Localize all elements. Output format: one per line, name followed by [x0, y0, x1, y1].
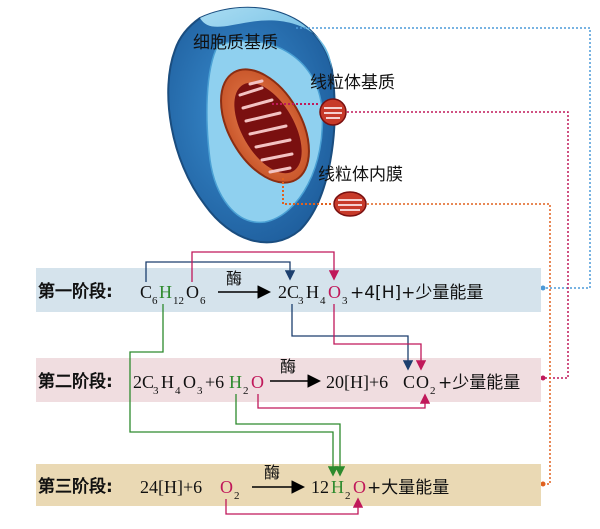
svg-text:12: 12 [173, 295, 184, 307]
cell-cut-face [200, 7, 332, 70]
svg-text:12: 12 [311, 477, 329, 497]
svg-text:4: 4 [175, 385, 181, 397]
stage1-equation: C 6 H 12 O 6 2C 3 H 4 O 3 +4[H]+少量能量 [140, 282, 483, 307]
svg-text:O: O [416, 372, 429, 392]
svg-text:2C: 2C [278, 282, 299, 302]
svg-text:20[H]+6: 20[H]+6 [326, 372, 388, 392]
oxygen-trace-line-1 [191, 251, 340, 282]
svg-text:H: H [331, 477, 344, 497]
stage3-enzyme: 酶 [264, 463, 280, 482]
svg-text:O: O [186, 282, 199, 302]
carbon-trace-line [145, 261, 296, 282]
svg-text:C: C [140, 282, 152, 302]
svg-text:H: H [159, 282, 172, 302]
svg-text:2: 2 [430, 385, 436, 397]
stage2-band [36, 358, 541, 402]
svg-text:2: 2 [345, 490, 351, 502]
oxygen-trace-line-2 [333, 304, 427, 371]
inner-membrane-zoom-icon [333, 191, 367, 217]
stage3-title: 第三阶段: [38, 476, 113, 497]
matrix-connector [347, 111, 569, 379]
matrix-zoom-icon [319, 98, 347, 126]
cytoplasm-connector-dot [540, 285, 546, 291]
stage1-enzyme: 酶 [226, 269, 242, 288]
svg-text:O: O [353, 477, 366, 497]
svg-text:2C: 2C [133, 372, 154, 392]
svg-text:3: 3 [153, 385, 159, 397]
stage2-equation: 2C 3 H 4 O 3 +6 H 2 O 20[H]+6 C O 2 +少量能… [133, 372, 520, 397]
stage2-enzyme: 酶 [280, 357, 296, 376]
oxygen-trace-line-4 [225, 497, 364, 515]
membrane-pointer-line [282, 178, 332, 205]
svg-text:6: 6 [200, 295, 206, 307]
cytoplasm-label: 细胞质基质 [193, 33, 278, 53]
cristae [238, 79, 294, 174]
svg-text:2: 2 [243, 385, 249, 397]
svg-text:3: 3 [342, 295, 348, 307]
svg-text:3: 3 [298, 295, 304, 307]
svg-text:3: 3 [197, 385, 203, 397]
hydrogen-trace-line-2 [235, 394, 346, 477]
svg-text:2: 2 [234, 490, 240, 502]
svg-text:H: H [306, 282, 319, 302]
matrix-label: 线粒体基质 [310, 73, 395, 93]
svg-text:H: H [229, 372, 242, 392]
stage1-title: 第一阶段: [38, 281, 113, 302]
svg-text:+大量能量: +大量能量 [367, 478, 449, 498]
svg-text:+6: +6 [205, 372, 224, 392]
svg-text:24[H]+6: 24[H]+6 [140, 477, 202, 497]
cell-illustration [167, 6, 336, 244]
svg-text:O: O [328, 282, 341, 302]
svg-text:6: 6 [152, 295, 158, 307]
svg-text:+少量能量: +少量能量 [438, 373, 520, 393]
hydrogen-trace-line-1 [129, 304, 339, 477]
membrane-connector-dot [540, 481, 546, 487]
inner-membrane-label: 线粒体内膜 [318, 165, 403, 185]
oxygen-trace-line-3 [257, 393, 431, 409]
svg-text:H: H [161, 372, 174, 392]
matrix-connector-dot [540, 375, 546, 381]
svg-text:O: O [220, 477, 233, 497]
svg-text:C: C [403, 372, 415, 392]
stage2-title: 第二阶段: [38, 371, 113, 392]
svg-text:4: 4 [320, 295, 326, 307]
svg-text:+4[H]+少量能量: +4[H]+少量能量 [350, 283, 483, 303]
stage3-band [36, 464, 541, 506]
cytoplasm-connector [296, 27, 591, 289]
stage3-equation: 24[H]+6 O 2 12 H 2 O +大量能量 [140, 477, 449, 502]
svg-text:O: O [251, 372, 264, 392]
svg-text:O: O [183, 372, 196, 392]
carbon-trace-line-2 [291, 304, 414, 371]
